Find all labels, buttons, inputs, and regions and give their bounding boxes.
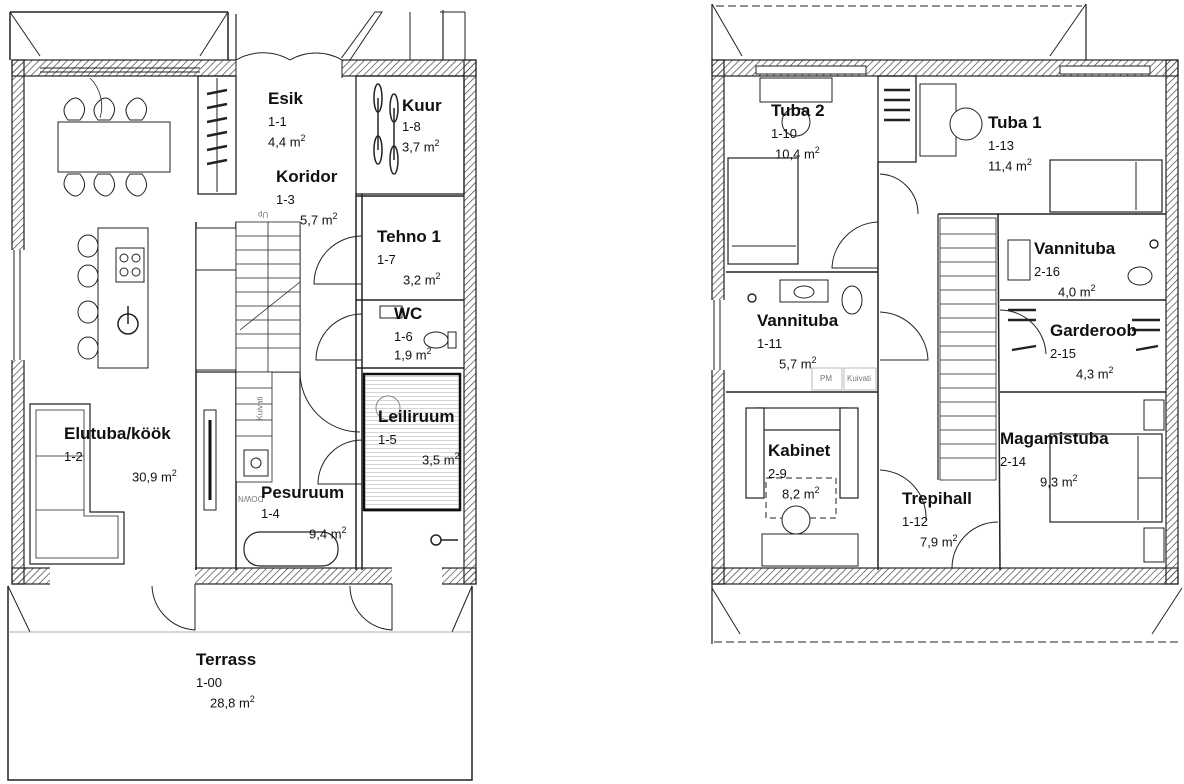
room-area: 7,9 m2	[920, 533, 958, 550]
room-label-leiliruum: Leiliruum 1-5 3,5 m2	[378, 407, 460, 466]
room-name: Terrass	[196, 650, 257, 669]
room-area: 10,4 m2	[775, 145, 820, 162]
room-area: 4,3 m2	[1076, 365, 1114, 382]
pm-fixture-label: PM	[820, 374, 832, 383]
room-label-kuur: Kuur 1-8 3,7 m2	[402, 97, 442, 153]
room-area: 28,8 m2	[210, 694, 255, 711]
room-name: Garderoob	[1050, 321, 1137, 340]
room-area: 3,7 m2	[402, 138, 440, 155]
room-name: WC	[394, 304, 423, 323]
kuivati-fixture-label: Kuivati	[847, 374, 872, 383]
room-id: 2-16	[1034, 264, 1061, 279]
room-id: 1-11	[757, 336, 783, 351]
room-label-vannituba-216: Vannituba 2-16 4,0 m2	[1034, 240, 1115, 298]
room-label-garderoob: Garderoob 2-15 4,3 m2	[1050, 322, 1137, 380]
ground-floor-plan	[7, 10, 477, 781]
room-area: 4,4 m2	[268, 133, 306, 150]
room-name: Vannituba	[1034, 239, 1116, 258]
room-name: Kuur	[402, 96, 442, 115]
room-label-trepihall: Trepihall 1-12 7,9 m2	[902, 490, 972, 548]
room-id: 1-4	[261, 506, 280, 521]
room-name: Pesuruum	[261, 483, 345, 502]
room-label-esik: Esik 1-1 4,4 m2	[268, 90, 306, 148]
upper-floor-plan	[710, 3, 1183, 644]
room-area: 11,4 m2	[988, 157, 1032, 174]
room-label-pesuruum: Pesuruum 1-4 9,4 m2	[261, 483, 347, 540]
room-id: 1-8	[402, 119, 421, 134]
room-name: Kabinet	[768, 441, 831, 460]
room-id: 2-9	[768, 466, 787, 481]
room-label-tuba2: Tuba 2 1-10 10,4 m2	[771, 102, 825, 160]
room-name: Tuba 2	[771, 101, 825, 120]
room-id: 1-12	[902, 514, 929, 529]
room-label-tuba1: Tuba 1 1-13 11,4 m2	[988, 114, 1042, 172]
room-id: 1-5	[378, 432, 397, 447]
room-area: 5,7 m2	[300, 211, 338, 228]
room-name: Magamistuba	[1000, 429, 1109, 448]
room-area: 3,5 m2	[422, 451, 460, 468]
room-area: 5,7 m2	[779, 355, 817, 372]
room-name: Esik	[268, 89, 303, 108]
room-id: 2-14	[1000, 454, 1027, 469]
room-label-elutuba: Elutuba/köök 1-2 30,9 m2	[64, 424, 177, 483]
room-id: 1-7	[377, 252, 396, 267]
stair-down-label: DOWN	[238, 494, 264, 503]
room-name: Leiliruum	[378, 407, 455, 426]
room-id: 1-6	[394, 329, 413, 344]
room-label-magamistuba: Magamistuba 2-14 9,3 m2	[1000, 430, 1109, 488]
room-area: 3,2 m2	[403, 271, 441, 288]
room-id: 1-1	[268, 114, 287, 129]
stair-kuivati-label: Kuivati	[255, 396, 265, 421]
room-label-tehno: Tehno 1 1-7 3,2 m2	[377, 228, 441, 286]
room-name: Trepihall	[902, 489, 972, 508]
room-area: 9,3 m2	[1040, 473, 1078, 490]
room-area: 30,9 m2	[132, 468, 177, 485]
room-label-wc: WC 1-6 1,9 m2	[394, 305, 432, 361]
room-label-koridor: Koridor 1-3 5,7 m2	[276, 167, 338, 226]
room-name: Vannituba	[757, 311, 839, 330]
room-name: Elutuba/köök	[64, 424, 171, 443]
room-label-vannituba-111: Vannituba 1-11 5,7 m2	[757, 312, 838, 370]
room-id: 1-2	[64, 449, 83, 464]
room-area: 8,2 m2	[782, 485, 820, 502]
room-id: 1-3	[276, 192, 295, 207]
room-id: 1-00	[196, 675, 223, 690]
room-id: 1-10	[771, 126, 798, 141]
room-name: Tuba 1	[988, 113, 1042, 132]
room-name: Tehno 1	[377, 227, 441, 246]
room-label-terrass: Terrass 1-00 28,8 m2	[196, 651, 256, 709]
room-id: 2-15	[1050, 346, 1077, 361]
room-name: Koridor	[276, 167, 338, 186]
room-label-kabinet: Kabinet 2-9 8,2 m2	[768, 442, 830, 500]
room-area: 1,9 m2	[394, 346, 432, 363]
stair-up-label: Up	[258, 210, 269, 219]
room-area: 4,0 m2	[1058, 283, 1096, 300]
room-area: 9,4 m2	[309, 525, 347, 542]
room-id: 1-13	[988, 138, 1015, 153]
